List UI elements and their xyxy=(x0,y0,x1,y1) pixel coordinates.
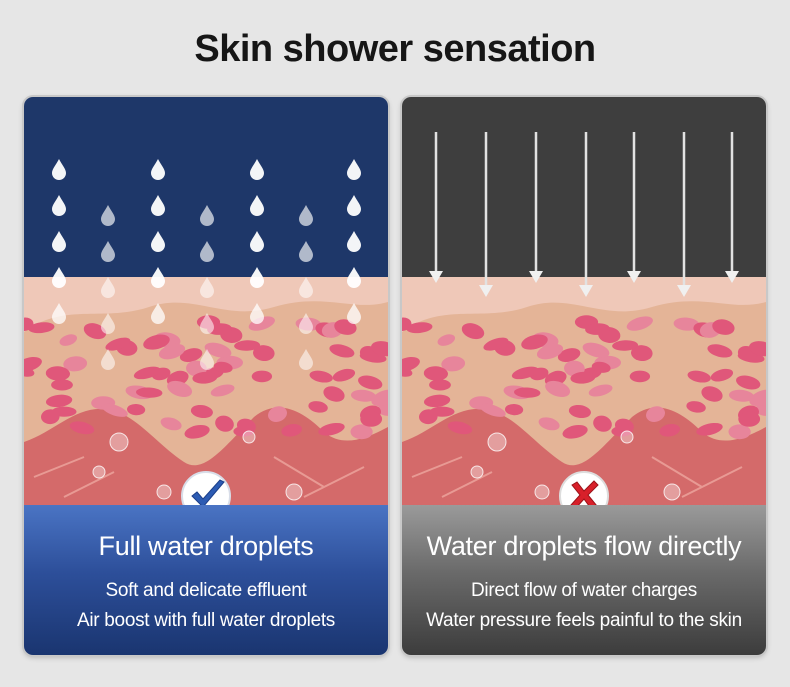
skin-illustration-arrows xyxy=(402,97,766,517)
panel-description-line: Water pressure feels painful to the skin xyxy=(426,610,742,631)
skin-layers xyxy=(402,277,766,517)
caption-box: Full water droplets Soft and delicate ef… xyxy=(24,505,388,655)
comparison-panel-direct-flow: Water droplets flow directly Direct flow… xyxy=(402,97,766,655)
panel-heading: Full water droplets xyxy=(98,531,314,561)
water-droplets xyxy=(52,159,361,370)
comparison-panel-full-droplets: Full water droplets Soft and delicate ef… xyxy=(24,97,388,655)
page-title: Skin shower sensation xyxy=(194,28,596,70)
panel-description-line: Soft and delicate effluent xyxy=(105,580,307,601)
panel-description-line: Direct flow of water charges xyxy=(470,580,698,601)
water-flow-arrows xyxy=(429,132,739,297)
panel-heading: Water droplets flow directly xyxy=(426,531,742,561)
caption-box: Water droplets flow directly Direct flow… xyxy=(402,505,766,655)
skin-illustration-droplets xyxy=(24,97,388,517)
panel-description-line: Air boost with full water droplets xyxy=(76,610,336,631)
skin-layers xyxy=(24,277,388,517)
